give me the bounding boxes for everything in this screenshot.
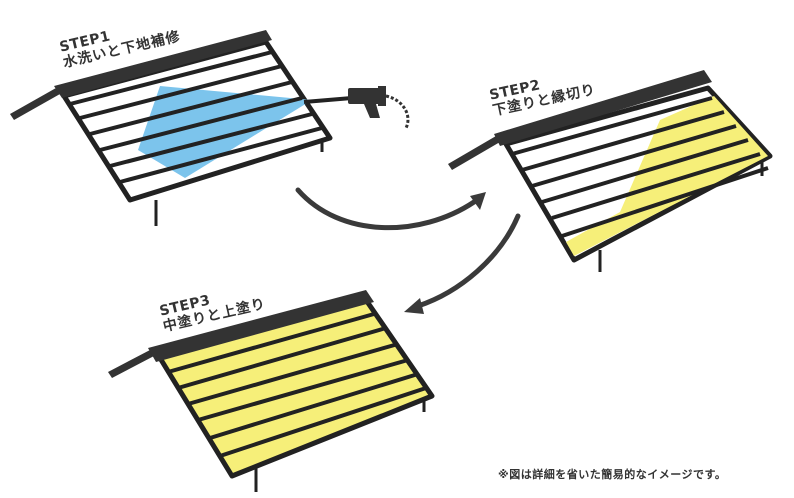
- step1-legs: [154, 140, 324, 226]
- step1-roof: [10, 30, 410, 226]
- step2-ridge: [494, 70, 712, 146]
- step1-ridge: [54, 30, 272, 98]
- step3-left-eave: [108, 350, 154, 378]
- step2-roof-stripes: [511, 96, 769, 238]
- step1-roof-stripes: [69, 50, 323, 184]
- step2-legs: [598, 162, 764, 272]
- step1-left-eave: [10, 88, 60, 120]
- step3-legs: [254, 398, 426, 492]
- step3-ridge: [148, 290, 374, 362]
- flow-arrow-1: [295, 187, 486, 231]
- step2-roof: [448, 70, 773, 272]
- step3-roof: [108, 290, 435, 492]
- footnote: ※図は詳細を省いた簡易的なイメージです。: [498, 468, 727, 481]
- pressure-washer-icon: [303, 86, 410, 129]
- step2-left-eave: [448, 136, 500, 170]
- step3-roof-stripes: [167, 312, 427, 458]
- flow-arrow-2: [404, 213, 521, 314]
